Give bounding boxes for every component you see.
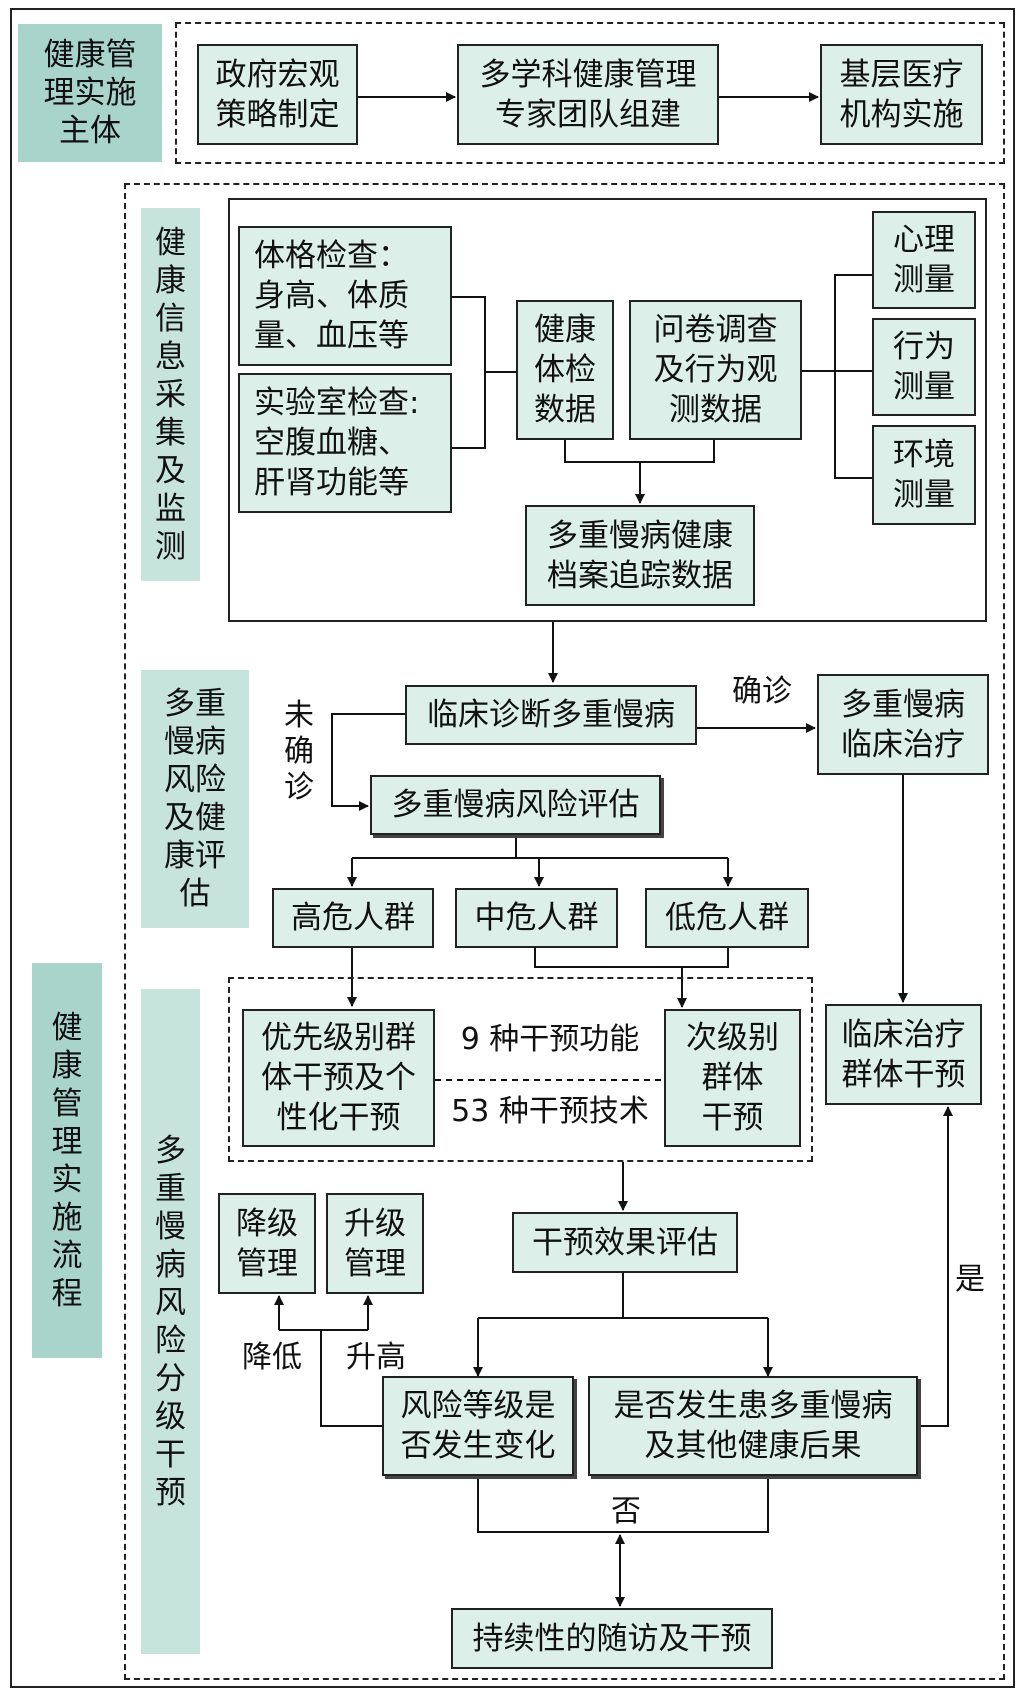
- confirmed-label: 确诊: [732, 674, 792, 709]
- priority-intervention-box: 优先级别群 体干预及个 性化干预: [242, 1009, 435, 1147]
- clinical-diagnosis-box: 临床诊断多重慢病: [405, 685, 697, 745]
- risk-eval-box: 多重慢病风险评估: [370, 775, 661, 835]
- clinical-group-intervention-box: 临床治疗 群体干预: [825, 1004, 982, 1105]
- physical-exam-box: 体格检查： 身高、体质 量、血压等: [238, 226, 452, 366]
- section-intervention: 多 重 慢 病 风 险 分 级 干 预: [141, 989, 200, 1654]
- primary-care-box: 基层医疗 机构实施: [820, 44, 983, 145]
- no-label: 否: [611, 1494, 641, 1529]
- yes-label: 是: [955, 1262, 985, 1297]
- techniques-label: 53 种干预技术: [451, 1094, 649, 1129]
- outer-frame: [10, 8, 1015, 1688]
- expert-team-box: 多学科健康管理 专家团队组建: [457, 44, 719, 145]
- merge-no: [477, 1476, 769, 1533]
- government-strategy-box: 政府宏观 策略制定: [197, 44, 358, 145]
- downgrade-box: 降级 管理: [218, 1193, 316, 1294]
- psych-measure-box: 心理 测量: [872, 211, 976, 309]
- secondary-intervention-box: 次级别 群体 干预: [664, 1009, 801, 1147]
- mid-risk-box: 中危人群: [455, 888, 618, 948]
- outcome-box: 是否发生患多重慢病 及其他健康后果: [588, 1376, 918, 1476]
- section-subject: 健康管 理实施 主体: [18, 24, 162, 162]
- archive-box: 多重慢病健康 档案追踪数据: [525, 505, 755, 606]
- intervention-frame: [228, 977, 813, 1162]
- upgrade-box: 升级 管理: [326, 1193, 424, 1294]
- not-confirmed-label: 未 确 诊: [284, 698, 314, 805]
- section-assessment: 多重 慢病 风险 及健 康评 估: [141, 670, 249, 928]
- section-process: 健 康 管 理 实 施 流 程: [32, 963, 102, 1358]
- process-frame: [124, 183, 1005, 1680]
- risk-change-box: 风险等级是 否发生变化: [382, 1376, 574, 1476]
- low-risk-box: 低危人群: [645, 888, 809, 948]
- followup-box: 持续性的随访及干预: [451, 1608, 773, 1669]
- survey-data-box: 问卷调查 及行为观 测数据: [629, 300, 802, 440]
- line-risk-change-left: [320, 1330, 382, 1427]
- high-risk-box: 高危人群: [272, 888, 434, 948]
- behavior-measure-box: 行为 测量: [872, 318, 976, 416]
- checkup-data-box: 健康 体检 数据: [516, 300, 614, 440]
- collection-frame: [228, 198, 987, 622]
- arrow-yes: [918, 1106, 953, 1427]
- lower-label: 降低: [242, 1340, 302, 1375]
- functions-label: 9 种干预功能: [460, 1022, 640, 1057]
- higher-label: 升高: [346, 1340, 406, 1375]
- effect-eval-box: 干预效果评估: [512, 1212, 738, 1273]
- bracket-measures: [834, 274, 872, 479]
- arrow-not-confirmed: [331, 713, 405, 811]
- merge-mid-low: [534, 948, 729, 968]
- subject-frame: [175, 22, 1005, 164]
- clinical-treatment-box: 多重慢病 临床治疗: [817, 674, 989, 775]
- environment-measure-box: 环境 测量: [872, 425, 976, 525]
- lab-exam-box: 实验室检查: 空腹血糖、 肝肾功能等: [238, 373, 452, 513]
- section-collection: 健 康 信 息 采 集 及 监 测: [141, 208, 200, 581]
